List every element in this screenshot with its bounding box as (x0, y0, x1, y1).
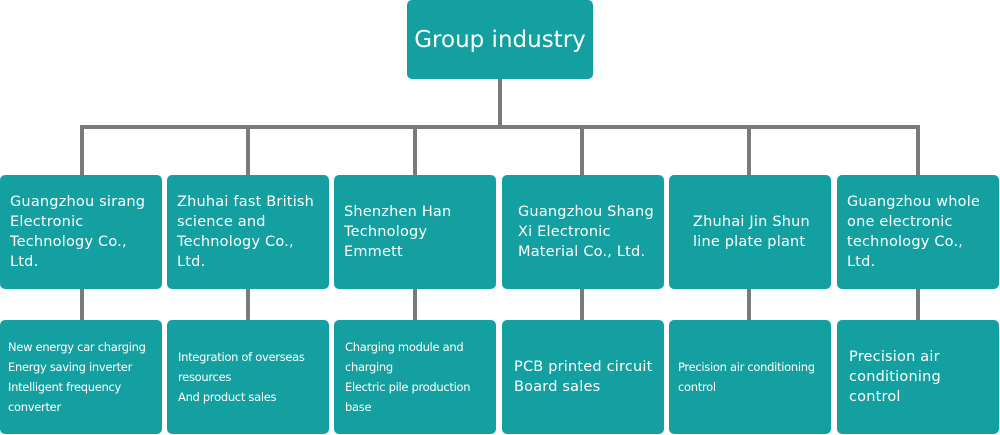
business-line: Energy saving inverter (8, 360, 133, 374)
company-text: Shenzhen Han Technology Emmett (344, 202, 488, 262)
business-text: Charging module and charging Electric pi… (345, 337, 490, 417)
business-line: New energy car charging (8, 340, 146, 354)
business-node-3: Charging module and charging Electric pi… (334, 320, 496, 434)
company-line: one electronic (847, 214, 953, 230)
root-node: Group industry (407, 0, 593, 79)
link-line-5 (747, 289, 751, 320)
company-line: Material Co., Ltd. (518, 244, 646, 260)
business-line: Board sales (514, 379, 601, 395)
company-node-3: Shenzhen Han Technology Emmett (334, 175, 496, 289)
company-text: Zhuhai Jin Shun line plate plant (693, 212, 810, 252)
horizontal-bus (80, 125, 920, 129)
drop-line-3 (413, 125, 417, 175)
link-line-1 (80, 289, 84, 320)
business-text: New energy car charging Energy saving in… (8, 337, 156, 417)
business-text: Integration of overseas resources And pr… (178, 347, 323, 407)
company-line: line plate plant (693, 234, 806, 250)
business-text: Precision air conditioning control (849, 347, 993, 407)
company-node-1: Guangzhou sirang Electronic Technology C… (0, 175, 162, 289)
business-line: Charging module and charging (345, 340, 464, 374)
company-node-2: Zhuhai fast British science and Technolo… (167, 175, 329, 289)
business-text: PCB printed circuit Board sales (514, 357, 653, 397)
root-label: Group industry (414, 26, 586, 53)
business-node-4: PCB printed circuit Board sales (502, 320, 664, 434)
drop-line-6 (916, 125, 920, 175)
business-node-5: Precision air conditioning control (669, 320, 831, 434)
company-line: Guangzhou whole (847, 194, 981, 210)
link-line-3 (413, 289, 417, 320)
company-node-6: Guangzhou whole one electronic technolog… (837, 175, 999, 289)
company-line: Shenzhen Han (344, 204, 452, 220)
company-line: Guangzhou Shang (518, 204, 654, 220)
business-node-2: Integration of overseas resources And pr… (167, 320, 329, 434)
link-line-4 (580, 289, 584, 320)
business-line: And product sales (178, 390, 277, 404)
company-line: Xi Electronic (518, 224, 611, 240)
company-line: Zhuhai fast British (177, 194, 315, 210)
business-line: Precision air conditioning control (678, 360, 815, 394)
company-line: Electronic (10, 214, 84, 230)
company-line: technology Co., Ltd. (847, 234, 964, 270)
company-text: Guangzhou Shang Xi Electronic Material C… (518, 202, 654, 262)
company-node-5: Zhuhai Jin Shun line plate plant (669, 175, 831, 289)
drop-line-4 (580, 125, 584, 175)
business-node-6: Precision air conditioning control (837, 320, 999, 434)
company-line: Technology Co., Ltd. (177, 234, 294, 270)
root-connector (498, 79, 502, 128)
company-node-4: Guangzhou Shang Xi Electronic Material C… (502, 175, 664, 289)
company-line: Technology Co., Ltd. (10, 234, 127, 270)
business-line: Electric pile production base (345, 380, 471, 414)
business-line: conditioning control (849, 369, 941, 405)
drop-line-2 (246, 125, 250, 175)
company-line: Technology Emmett (344, 224, 428, 260)
drop-line-5 (747, 125, 751, 175)
company-line: Zhuhai Jin Shun (693, 214, 810, 230)
company-line: Guangzhou sirang (10, 194, 146, 210)
business-line: PCB printed circuit (514, 359, 653, 375)
drop-line-1 (80, 125, 84, 175)
business-line: Precision air (849, 349, 940, 365)
company-line: science and (177, 214, 266, 230)
business-node-1: New energy car charging Energy saving in… (0, 320, 162, 434)
business-line: Integration of overseas resources (178, 350, 305, 384)
company-text: Zhuhai fast British science and Technolo… (177, 192, 321, 272)
link-line-2 (246, 289, 250, 320)
company-text: Guangzhou whole one electronic technolog… (847, 192, 991, 272)
business-text: Precision air conditioning control (678, 357, 825, 397)
link-line-6 (916, 289, 920, 320)
company-text: Guangzhou sirang Electronic Technology C… (10, 192, 154, 272)
business-line: Intelligent frequency converter (8, 380, 122, 414)
